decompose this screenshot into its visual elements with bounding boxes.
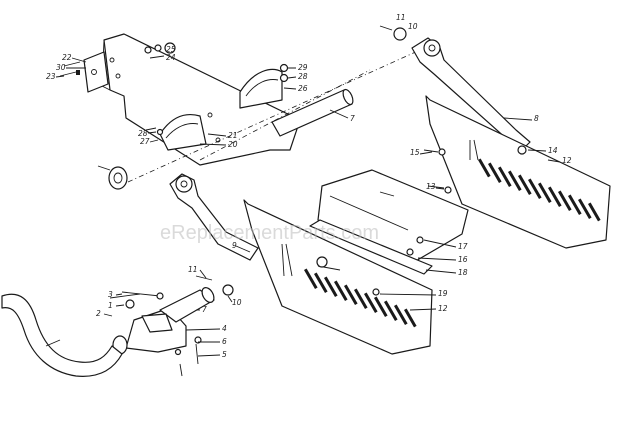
callout-26: 26 [298, 84, 308, 93]
callout-1: 1 [108, 301, 113, 310]
callout-11-top: 11 [396, 13, 406, 22]
side-bracket [83, 51, 109, 93]
callout-15: 15 [410, 148, 420, 157]
lower-link-assembly [109, 275, 234, 377]
callout-4: 4 [222, 324, 227, 333]
left-pedal-slots [303, 268, 417, 328]
callout-9: 9 [232, 241, 237, 250]
callout-5: 5 [222, 350, 227, 359]
callout-13: 13 [426, 182, 436, 191]
callout-21: 21 [228, 131, 238, 140]
callout-7-lower: 7 [202, 305, 207, 314]
callout-7-upper: 7 [350, 114, 355, 123]
callout-29: 29 [298, 63, 308, 72]
right-pedal-plate [425, 95, 611, 249]
callout-30: 30 [56, 63, 66, 72]
callout-11-lower: 11 [188, 265, 198, 274]
callout-12-right: 12 [562, 156, 572, 165]
right-pedal-hardware [423, 148, 452, 194]
callout-28: 28 [138, 129, 148, 138]
callout-2: 2 [96, 309, 101, 318]
callout-10-lower: 10 [232, 298, 242, 307]
callout-3: 3 [108, 290, 113, 299]
top-cover-plate [309, 169, 469, 275]
round-guard-lower [159, 113, 207, 151]
callout-28-top: 28 [298, 72, 308, 81]
alignment-lines [127, 49, 421, 183]
curved-hose [1, 293, 123, 377]
callout-labels: 11 10 25 24 22 30 23 29 28 26 7 8 28 27 … [46, 13, 572, 359]
callout-24: 24 [166, 53, 176, 62]
callout-10-top: 10 [408, 22, 418, 31]
left-pedal-arm [97, 165, 259, 261]
callout-8: 8 [534, 114, 539, 123]
callout-23: 23 [46, 72, 56, 81]
callout-20: 20 [228, 140, 238, 149]
roller-tube-upper [271, 88, 354, 137]
round-guard-upper [239, 68, 283, 109]
callout-16: 16 [458, 255, 468, 264]
callout-6: 6 [222, 337, 227, 346]
right-pedal-arm [379, 25, 531, 151]
hardware-top-left [59, 42, 289, 136]
callout-12-left: 12 [438, 304, 448, 313]
callout-27: 27 [140, 137, 150, 146]
watermark-text: eReplacementParts.com [160, 222, 379, 244]
callout-14: 14 [548, 146, 558, 155]
callout-25: 25 [166, 45, 176, 54]
left-pedal-plate [243, 199, 433, 355]
callout-18: 18 [458, 268, 468, 277]
callout-22: 22 [62, 53, 72, 62]
callout-17: 17 [458, 242, 468, 251]
right-pedal-slots [478, 158, 601, 222]
callout-19: 19 [438, 289, 448, 298]
leader-lines [55, 55, 561, 357]
